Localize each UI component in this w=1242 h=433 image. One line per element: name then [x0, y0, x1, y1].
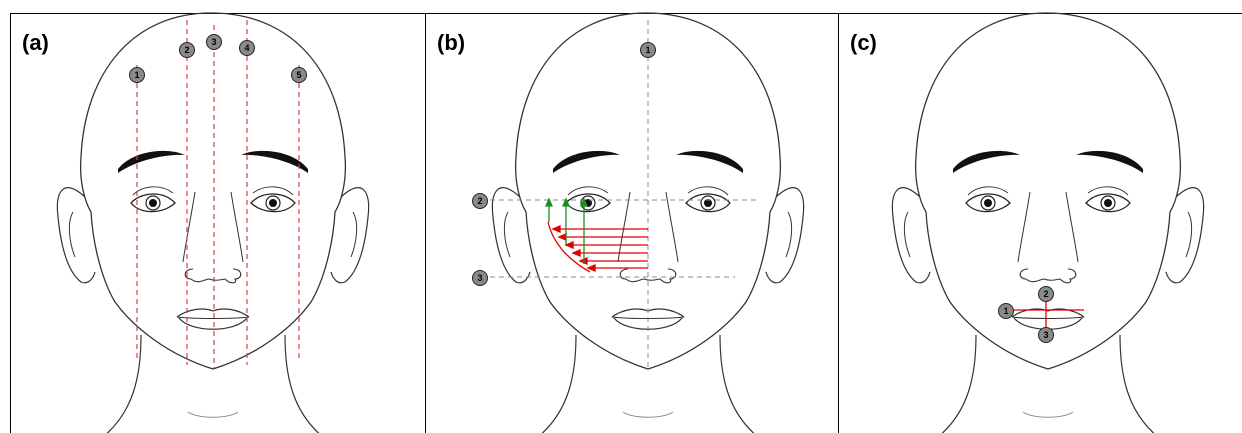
face-a	[57, 13, 368, 433]
marker-a-1: 1	[134, 70, 139, 80]
marker-c-2: 2	[1043, 289, 1048, 299]
marker-b-1: 1	[645, 45, 650, 55]
face-c	[892, 13, 1203, 433]
marker-b-3: 3	[477, 273, 482, 283]
marker-a-2: 2	[184, 45, 189, 55]
marker-c-1: 1	[1003, 306, 1008, 316]
marker-a-4: 4	[244, 43, 249, 53]
panel-a-markers: 1 2 3 4 5	[130, 35, 307, 83]
panel-b-red-arrows	[553, 226, 648, 271]
marker-a-3: 3	[211, 37, 216, 47]
marker-c-3: 3	[1043, 330, 1048, 340]
panel-c-markers: 1 2 3	[999, 287, 1054, 343]
marker-b-2: 2	[477, 196, 482, 206]
marker-a-5: 5	[296, 70, 301, 80]
